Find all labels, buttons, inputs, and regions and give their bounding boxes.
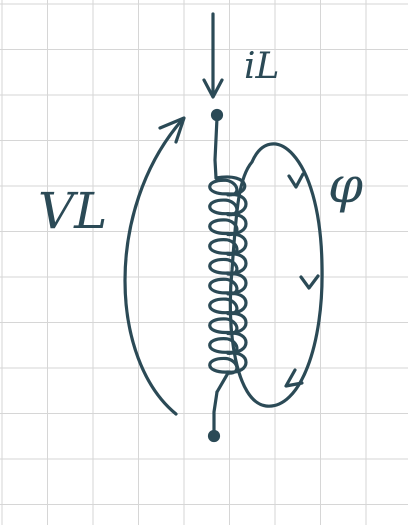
bottom-terminal — [207, 429, 221, 443]
current-label: iL — [244, 46, 279, 87]
flux-arrow-top — [287, 172, 305, 189]
voltage-arc — [123, 118, 184, 416]
current-arrow-head — [202, 78, 224, 99]
flux-arrow-bottom — [284, 368, 304, 388]
bottom-lead — [212, 390, 219, 434]
inductor-coil — [208, 175, 248, 394]
flux-loop — [228, 142, 324, 408]
top-lead — [213, 116, 219, 180]
voltage-arrow-head — [158, 116, 186, 144]
flux-label: φ — [328, 156, 363, 214]
voltage-label: VL — [38, 182, 107, 240]
flux-arrow-middle — [299, 274, 320, 290]
